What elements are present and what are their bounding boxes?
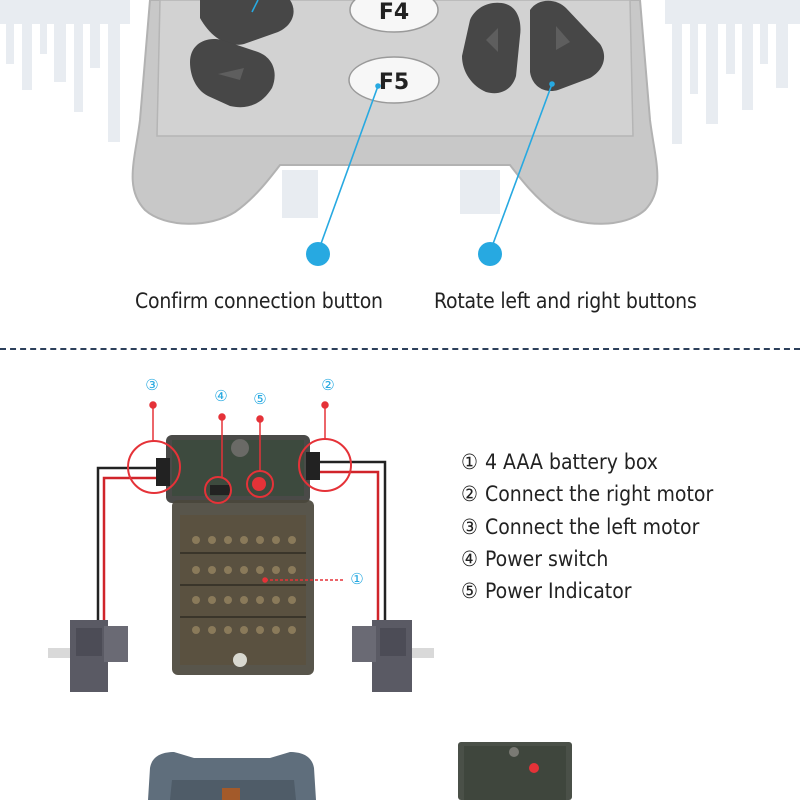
direction-pads	[190, 0, 605, 108]
legend-number: ②	[461, 482, 478, 507]
section-divider	[0, 348, 800, 350]
f4-button	[349, 0, 439, 33]
legend-number: ④	[461, 546, 478, 571]
battery-box	[156, 435, 320, 675]
marker-3: ③	[145, 376, 159, 394]
marker-2: ②	[321, 376, 335, 394]
legend-number: ③	[461, 514, 478, 539]
legend-text: Connect the left motor	[485, 514, 700, 539]
legend-item: ③ Connect the left motor	[461, 513, 713, 545]
remote-illustration: F4 F5	[0, 0, 800, 266]
f5-button	[348, 56, 440, 104]
callout-lines	[251, 0, 555, 266]
rotate-buttons-caption: Rotate left and right buttons	[434, 289, 697, 313]
battery-box-preview-photo	[458, 742, 572, 800]
legend-text: Connect the right motor	[485, 482, 714, 507]
legend-item: ⑤ Power Indicator	[461, 577, 713, 609]
right-motor	[352, 620, 434, 692]
marker-4: ④	[214, 387, 228, 405]
legend-number: ⑤	[461, 579, 478, 604]
legend-item: ① 4 AAA battery box	[461, 448, 713, 480]
legend-number: ①	[461, 450, 478, 474]
legend-text: Power switch	[485, 546, 609, 571]
remote-preview-photo	[148, 752, 316, 800]
confirm-connection-caption: Confirm connection button	[135, 289, 383, 313]
legend-item: ④ Power switch	[461, 545, 713, 577]
legend-list: ① 4 AAA battery box ② Connect the right mo…	[461, 448, 713, 609]
f5-button-label: F5	[379, 70, 409, 95]
legend-text: 4 AAA battery box	[485, 450, 658, 474]
background-skyline	[0, 0, 800, 218]
legend-item: ② Connect the right motor	[461, 480, 713, 512]
motor-wires	[96, 460, 387, 625]
marker-1: ①	[350, 570, 364, 588]
legend-text: Power Indicator	[485, 579, 632, 604]
f4-button-label: F4	[379, 0, 409, 25]
marker-5: ⑤	[253, 390, 267, 408]
left-motor	[48, 620, 128, 692]
marker-leaders	[149, 401, 344, 583]
